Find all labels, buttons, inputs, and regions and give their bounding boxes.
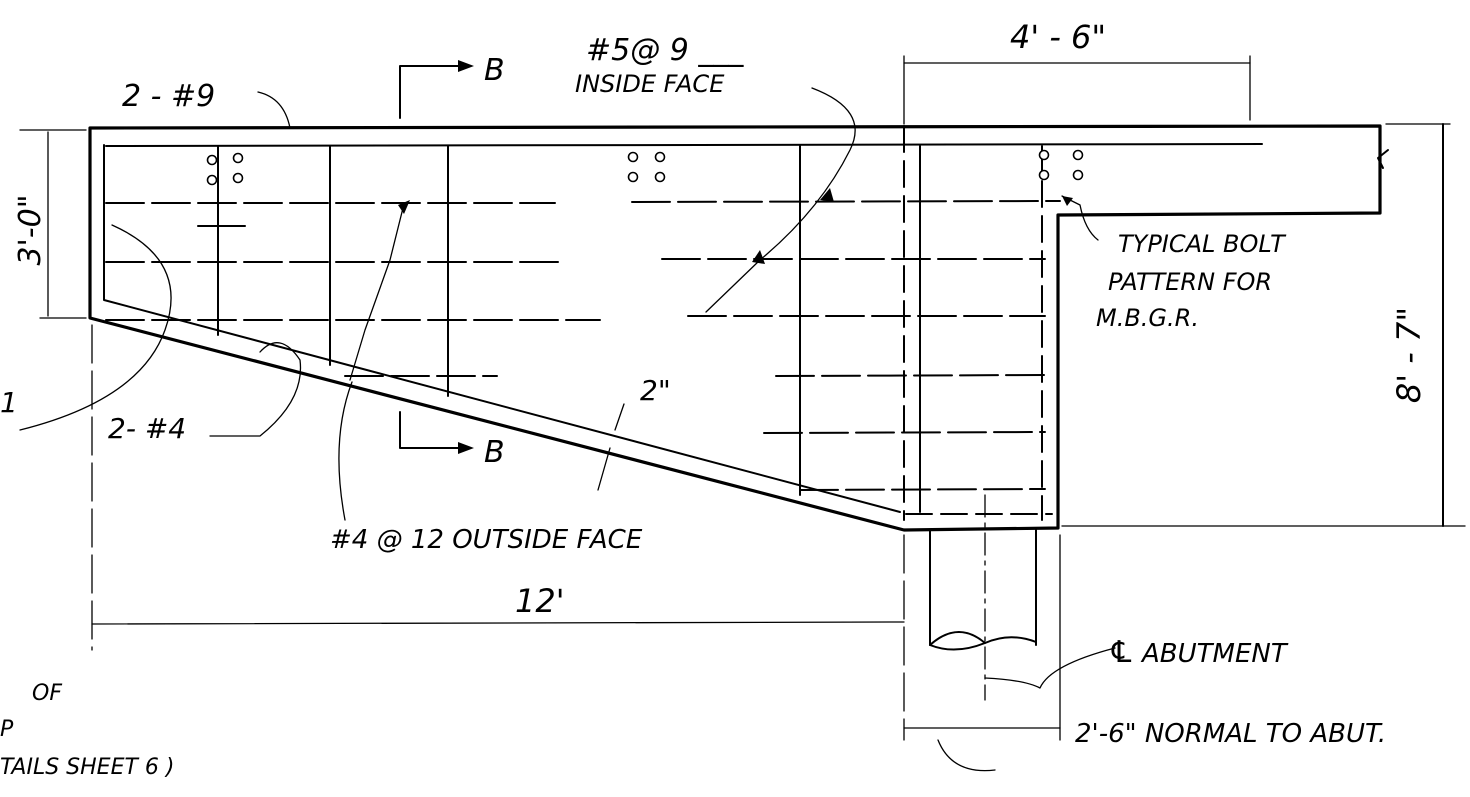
vertical-bars bbox=[217, 125, 1053, 521]
section-b-bottom-label: B bbox=[484, 435, 505, 470]
clear-cover-label: 2" bbox=[640, 374, 671, 407]
wall-outline bbox=[88, 124, 1382, 532]
abutment-label: ABUTMENT bbox=[1140, 639, 1289, 669]
horizontal-bars bbox=[105, 143, 1263, 491]
bolt-note-line3: M.B.G.R. bbox=[1096, 304, 1199, 332]
cut-left-line3: TAILS SHEET 6 ) bbox=[0, 755, 175, 780]
abutment-width-label: 2'-6" NORMAL TO ABUT. bbox=[1075, 719, 1386, 749]
cut-left-line2: P bbox=[0, 717, 14, 742]
inside-face-label: INSIDE FACE bbox=[575, 70, 725, 98]
top-bar-label: 2 - #9 bbox=[122, 79, 215, 114]
cut-left-line1: OF bbox=[32, 681, 62, 706]
top-bar-spacing-label: #5@ 9 ___ bbox=[586, 33, 744, 68]
dim-4-6-label: 4' - 6" bbox=[1010, 18, 1106, 56]
bolt-note-line1: TYPICAL BOLT bbox=[1118, 230, 1287, 258]
dim-3-0-label: 3'-0" bbox=[13, 194, 48, 265]
pile bbox=[929, 494, 1037, 701]
dimension-lines bbox=[19, 55, 1466, 741]
cl-symbol: ℄ bbox=[1108, 635, 1135, 670]
bottom-bar-label: 2- #4 bbox=[108, 412, 186, 445]
section-b-top-label: B bbox=[484, 53, 505, 88]
section-cut-marks bbox=[399, 60, 474, 454]
dim-8-7-label: 8' - 7" bbox=[1390, 307, 1428, 403]
length-12-label: 12' bbox=[515, 582, 565, 620]
cut-left-mark: 1 bbox=[0, 386, 18, 419]
bolt-pattern bbox=[206, 149, 1084, 186]
leaders bbox=[19, 87, 1116, 772]
outside-face-label: #4 @ 12 OUTSIDE FACE bbox=[330, 525, 643, 555]
drawing-labels: 2 - #9 B #5@ 9 ___ INSIDE FACE 4' - 6" 3… bbox=[0, 18, 1428, 780]
bolt-note-line2: PATTERN FOR bbox=[1108, 268, 1272, 296]
